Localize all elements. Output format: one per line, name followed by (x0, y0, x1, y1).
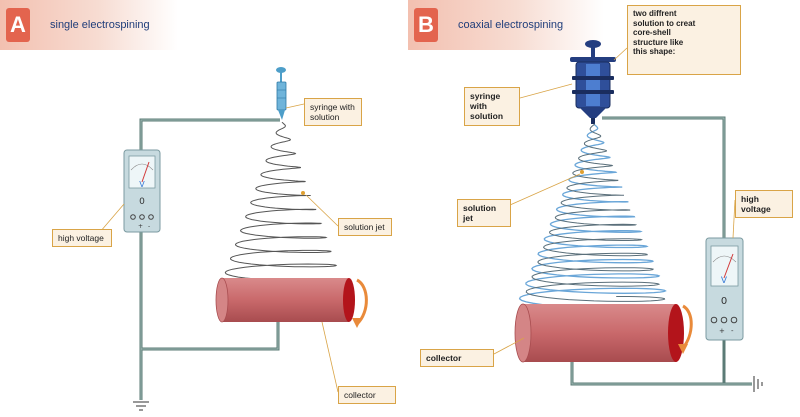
panel-a-voltmeter-icon: V 0 + - (123, 149, 161, 233)
panel-b-syringe-label: syringe with solution (464, 87, 520, 126)
panel-b-core-shell-note: two diffrent solution to creat core-shel… (627, 5, 741, 75)
panel-a-solution-jet (224, 121, 338, 282)
panel-a-jet-marker (301, 191, 305, 195)
panel-a-title: single electrospining (50, 19, 150, 31)
panel-a-banner: A single electrospining (0, 0, 178, 50)
panel-b-jet-label: solution jet (457, 199, 511, 228)
panel-a-collector-drum (215, 277, 355, 323)
panel-b-rotation-arrow-icon (678, 304, 693, 354)
svg-text:-: - (148, 223, 150, 230)
panel-b-voltmeter-icon: V 0 + - (705, 237, 744, 341)
panel-a-syringe-icon (276, 67, 287, 120)
panel-a-letter: A (6, 8, 30, 42)
panel-a-ground-icon (133, 401, 149, 411)
panel-b-title: coaxial electrospining (458, 19, 564, 31)
panel-b-core-jet (525, 123, 666, 302)
panel-a-meter-value: 0 (139, 197, 145, 207)
svg-text:-: - (731, 327, 734, 335)
svg-text:V: V (721, 276, 728, 286)
panel-b-voltage-label: high voltage (735, 190, 793, 219)
panel-b-collector-label: collector (420, 349, 494, 368)
panel-b-wire-right (602, 116, 726, 238)
svg-text:V: V (139, 180, 145, 189)
svg-text:+: + (719, 327, 725, 335)
panel-b-ground-icon (753, 376, 763, 392)
panel-a-rotation-arrow-icon (352, 278, 368, 328)
panel-a-jet-label: solution jet (338, 218, 392, 237)
panel-b-collector-drum (514, 303, 684, 363)
panel-a-circuit (133, 118, 280, 411)
panel-a-collector-label: collector (338, 386, 396, 405)
panel-b-meter-value: 0 (721, 296, 727, 307)
panel-b-banner: B coaxial electrospining (408, 0, 604, 50)
panel-a-wire-top (139, 118, 280, 150)
panel-b-letter: B (414, 8, 438, 42)
svg-text:+: + (138, 223, 143, 230)
panel-b-jet-marker (580, 170, 584, 174)
panel-b-coaxial-syringe-icon (570, 40, 616, 124)
panel-b-wire-bottom (700, 340, 726, 386)
panel-a-voltage-label: high voltage (52, 229, 112, 248)
panel-b-shell-jet (518, 123, 667, 309)
panel-a-syringe-label: syringe with solution (304, 98, 362, 127)
